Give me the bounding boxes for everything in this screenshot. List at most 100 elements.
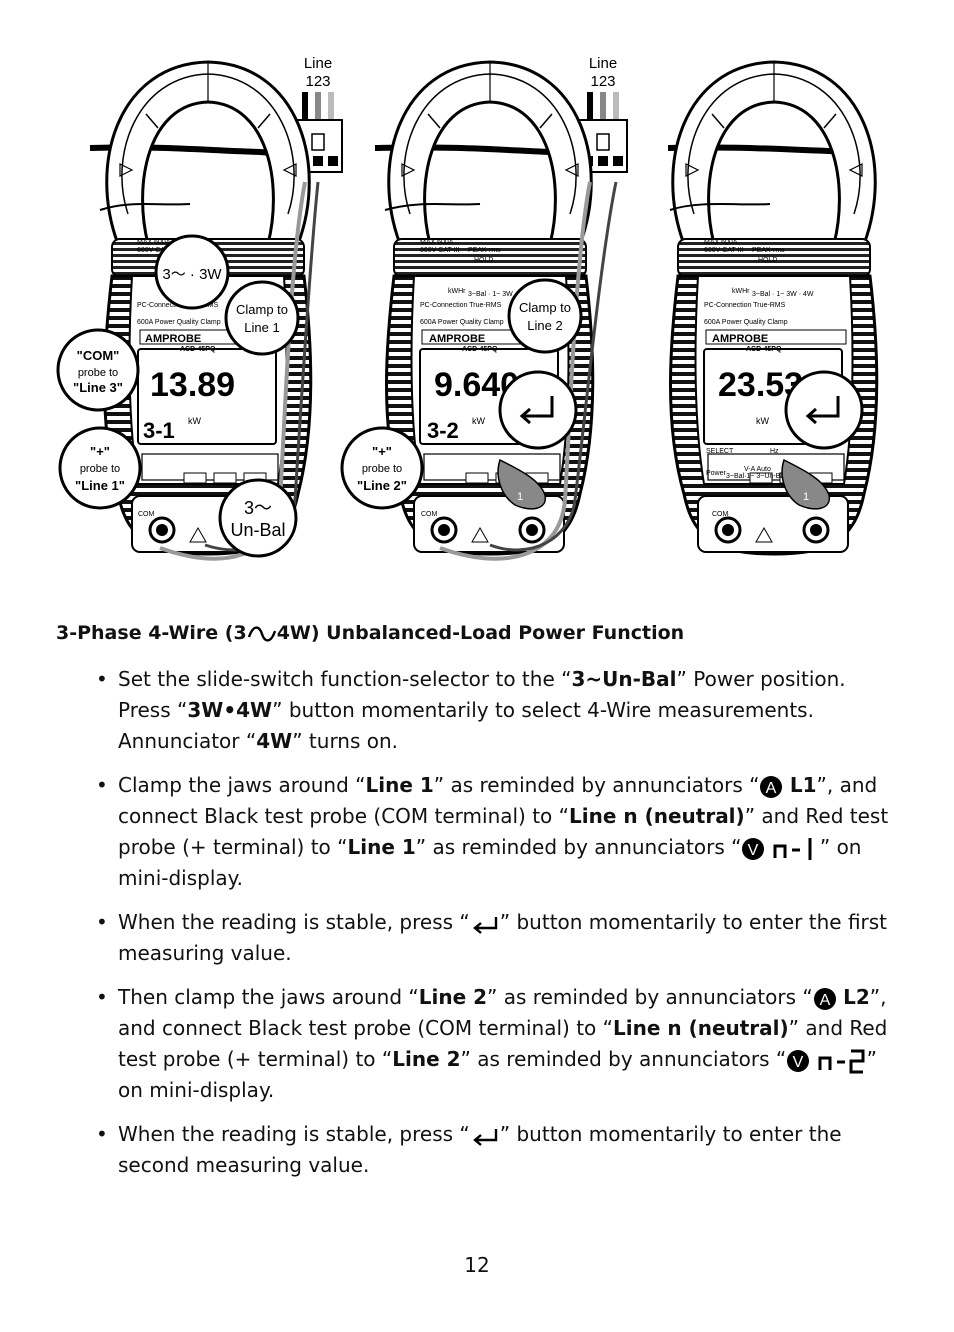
line-numbers-1: 123: [305, 73, 330, 90]
b4-t5: ” as reminded by annunciators “: [460, 1047, 787, 1071]
svg-text:A: A: [766, 780, 777, 797]
line-numbers-2: 123: [590, 73, 615, 90]
unbal-small-3: 3~Bal·1~ 3~Un-Bal: [726, 473, 786, 480]
callout-clamp-line2-a: Clamp to: [519, 300, 571, 315]
b1-k1: 3~Un-Bal: [571, 667, 677, 691]
callout-enter-2: [784, 370, 864, 450]
b4-k4: Line 2: [392, 1047, 461, 1071]
model-3: ACD-45PQ: [746, 346, 782, 353]
bullet-dot: •: [96, 773, 108, 797]
hz-label-3: Hz: [770, 448, 779, 455]
b2-k1: Line 1: [365, 773, 434, 797]
b5-t1: When the reading is stable, press “: [118, 1122, 470, 1146]
list-item: • Then clamp the jaws around “Line 2” as…: [96, 982, 896, 1106]
callout-plus1-c: "Line 1": [75, 478, 125, 493]
kw-unit-3: kW: [756, 416, 770, 426]
enter-icon: [805, 396, 840, 425]
callout-com-b: probe to: [78, 367, 118, 379]
cat-label-3: 600V CAT III: [704, 247, 743, 254]
finger-press-1: 1: [497, 458, 546, 510]
com-label-3: COM: [712, 511, 729, 518]
line-label-2: Line: [589, 55, 617, 72]
svg-text:A: A: [819, 992, 830, 1009]
svg-text:V: V: [748, 842, 759, 859]
callout-plus1-b: probe to: [80, 463, 120, 475]
b1-k3: 4W: [256, 729, 293, 753]
com-label-2: COM: [421, 511, 438, 518]
callout-com-a: "COM": [77, 348, 120, 363]
enter-icon: [472, 1128, 497, 1146]
b2-t1: Clamp the jaws around “: [118, 773, 366, 797]
pc-label-2: PC-Connection True-RMS: [420, 302, 502, 309]
callout-unbal: 3～ Un-Bal: [218, 478, 298, 558]
com-label-1: COM: [138, 511, 155, 518]
callout-plus2-b: probe to: [362, 463, 402, 475]
bullet-dot: •: [96, 1122, 108, 1146]
callout-com-line3: "COM" probe to "Line 3": [56, 328, 140, 412]
model-line-1: 600A Power Quality Clamp: [137, 319, 221, 326]
b2-t2: ” as reminded by annunciators “: [433, 773, 760, 797]
max-label-3: MAX 600A: [704, 239, 738, 246]
instructions-list: • Set the slide-switch function-selector…: [96, 664, 896, 1194]
callout-clamp-line1-b: Line 1: [244, 320, 279, 335]
callout-clamp-line2: Clamp to Line 2: [507, 278, 583, 354]
line-label-1: Line: [304, 55, 332, 72]
heading-pre: 3-Phase 4-Wire (3: [56, 622, 247, 644]
callout-clamp-line1-a: Clamp to: [236, 302, 288, 317]
peak-label-2: PEAK-rms: [468, 247, 501, 254]
annunciator-a-icon: A: [813, 987, 836, 1010]
mini-display-n-2-icon: [818, 1049, 865, 1073]
b5-t2: ” button momentarily to enter the second…: [118, 1122, 842, 1177]
mode-label-2: 3~Bal · 1~ 3W · 4W: [468, 291, 530, 298]
b4-k3: Line n (neutral): [613, 1016, 789, 1040]
hold-label-3: HOLD: [758, 257, 777, 264]
select-label-3: SELECT: [706, 448, 734, 455]
brand-2: AMPROBE: [429, 333, 485, 345]
bullet-dot: •: [96, 667, 108, 691]
va-label-3: V-A Auto: [744, 466, 771, 473]
list-item: • Set the slide-switch function-selector…: [96, 664, 896, 757]
b2-t4: ” and Red test probe (+ terminal) to “: [118, 804, 889, 859]
callout-plus-line1: "+" probe to "Line 1": [58, 426, 142, 510]
mini-display-n-1-icon: [773, 837, 812, 860]
b4-t2: ” as reminded by annunciators “: [487, 985, 813, 1009]
finger-number-1: 1: [517, 491, 523, 503]
b4-k2: L2: [843, 985, 870, 1009]
b2-k3: Line n (neutral): [569, 804, 745, 828]
lcd-reading-1: 13.89: [150, 366, 235, 404]
kw-unit-2: kW: [472, 416, 486, 426]
b3-t1: When the reading is stable, press “: [118, 910, 470, 934]
b4-k1: Line 2: [418, 985, 488, 1009]
page-number: 12: [464, 1253, 490, 1277]
callout-plus2-a: "+": [372, 444, 392, 459]
b2-t5: ” as reminded by annunciators “: [415, 835, 742, 859]
model-1: ACD-45PQ: [180, 346, 216, 353]
annunciator-a-icon: A: [760, 775, 783, 798]
callout-unbal-a: 3～: [244, 498, 272, 518]
callout-com-c: "Line 3": [73, 380, 123, 395]
callout-3w-text: 3～ · 3W: [162, 266, 222, 283]
b2-t6: ” on mini-display.: [118, 835, 862, 890]
cat-label-1: 600V CAT III: [137, 247, 176, 254]
bullet-dot: •: [96, 985, 108, 1009]
b1-k2: 3W•4W: [187, 698, 273, 722]
svg-text:V: V: [793, 1054, 804, 1071]
b1-t4: ” turns on.: [292, 729, 399, 753]
hold-label-2: HOLD: [474, 257, 493, 264]
pc-label-3: PC-Connection True-RMS: [704, 302, 786, 309]
clamp-meter-illustration: Line 123 Line 123 MAX 600A 600V CAT III …: [56, 55, 879, 561]
b2-t3: ”, and connect Black test probe (COM ter…: [118, 773, 878, 828]
callout-enter-1: [498, 370, 578, 450]
callout-unbal-b: Un-Bal: [230, 520, 285, 540]
b1-t1: Set the slide-switch function-selector t…: [118, 667, 572, 691]
list-item: • Clamp the jaws around “Line 1” as remi…: [96, 770, 896, 894]
b1-t3: ” button momentarily to select 4-Wire me…: [118, 698, 814, 753]
brand-1: AMPROBE: [145, 333, 201, 345]
max-label-2: MAX 600A: [420, 239, 454, 246]
model-2: ACD-45PQ: [462, 346, 498, 353]
lcd-mini-2: 3-2: [427, 418, 459, 443]
annunciator-v-icon: V: [787, 1049, 810, 1072]
b4-t4: ” and Red test probe (+ terminal) to “: [118, 1016, 888, 1071]
b3-t2: ” button momentarily to enter the first …: [118, 910, 888, 965]
enter-icon: [519, 396, 554, 425]
